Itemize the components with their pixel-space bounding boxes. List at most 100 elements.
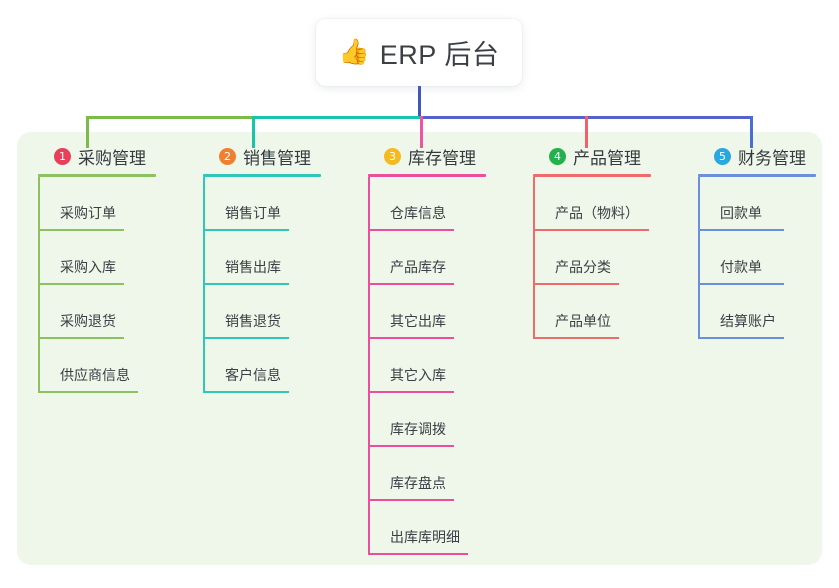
leaf-underline — [533, 229, 649, 231]
connector-drop-2 — [252, 116, 255, 148]
branch-title: 销售管理 — [243, 148, 311, 168]
leaf-node[interactable]: 库存调拨 — [368, 393, 486, 447]
branch-number-badge: 1 — [54, 147, 71, 165]
branch-underline — [368, 174, 486, 177]
leaf-underline — [368, 391, 454, 393]
branch-header-4[interactable]: 4 产品管理 — [533, 144, 651, 168]
leaf-node[interactable]: 销售出库 — [203, 231, 321, 285]
leaf-underline — [368, 445, 454, 447]
leaf-underline — [698, 283, 784, 285]
leaf-underline — [203, 229, 289, 231]
leaf-underline — [38, 283, 124, 285]
branch-underline — [203, 174, 321, 177]
connector-bar-segment-2 — [252, 116, 423, 119]
branch-spine — [38, 177, 40, 393]
leaf-node[interactable]: 付款单 — [698, 231, 816, 285]
leaf-underline — [698, 337, 784, 339]
leaf-node[interactable]: 采购订单 — [38, 177, 156, 231]
connector-bar-segment-1 — [86, 116, 255, 119]
leaf-node[interactable]: 销售退货 — [203, 285, 321, 339]
leaf-node[interactable]: 销售订单 — [203, 177, 321, 231]
leaf-node[interactable]: 其它出库 — [368, 285, 486, 339]
leaf-node[interactable]: 其它入库 — [368, 339, 486, 393]
branch-number-badge: 2 — [219, 147, 236, 165]
leaf-underline — [38, 337, 124, 339]
leaf-underline — [368, 229, 454, 231]
branch-number-badge: 5 — [714, 147, 731, 165]
leaf-underline — [533, 337, 619, 339]
leaf-label: 销售退货 — [225, 313, 281, 329]
connector-drop-4 — [585, 116, 588, 148]
branch-items-2: 销售订单销售出库销售退货客户信息 — [203, 177, 321, 393]
branch-items-1: 采购订单采购入库采购退货供应商信息 — [38, 177, 156, 393]
leaf-node[interactable]: 库存盘点 — [368, 447, 486, 501]
leaf-node[interactable]: 出库库明细 — [368, 501, 486, 555]
branch-items-3: 仓库信息产品库存其它出库其它入库库存调拨库存盘点出库库明细 — [368, 177, 486, 555]
leaf-underline — [38, 229, 124, 231]
root-stem — [418, 86, 421, 119]
leaf-label: 出库库明细 — [390, 529, 460, 545]
branch-column-4: 4 产品管理产品（物料） 产品分类产品单位 — [533, 144, 651, 339]
branch-title: 产品管理 — [573, 148, 641, 168]
leaf-label: 产品分类 — [555, 259, 611, 275]
leaf-node[interactable]: 采购退货 — [38, 285, 156, 339]
branch-column-2: 2 销售管理销售订单销售出库销售退货客户信息 — [203, 144, 321, 393]
leaf-node[interactable]: 结算账户 — [698, 285, 816, 339]
leaf-node[interactable]: 产品库存 — [368, 231, 486, 285]
branch-spine — [533, 177, 535, 339]
root-title: ERP 后台 — [379, 40, 500, 70]
branch-title: 库存管理 — [408, 148, 476, 168]
leaf-underline — [533, 283, 619, 285]
leaf-label: 回款单 — [720, 205, 762, 221]
leaf-node[interactable]: 采购入库 — [38, 231, 156, 285]
leaf-underline — [368, 337, 454, 339]
leaf-label: 库存盘点 — [390, 475, 446, 491]
branch-items-4: 产品（物料） 产品分类产品单位 — [533, 177, 651, 339]
branch-number-badge: 4 — [549, 147, 566, 165]
diagram-panel — [17, 132, 822, 565]
leaf-node[interactable]: 回款单 — [698, 177, 816, 231]
branch-number-badge: 3 — [384, 147, 401, 165]
leaf-label: 其它出库 — [390, 313, 446, 329]
leaf-label: 客户信息 — [225, 367, 281, 383]
leaf-label: 采购订单 — [60, 205, 116, 221]
leaf-label: 供应商信息 — [60, 367, 130, 383]
leaf-label: 付款单 — [720, 259, 762, 275]
connector-drop-3 — [420, 116, 423, 148]
leaf-node[interactable]: 供应商信息 — [38, 339, 156, 393]
connector-drop-1 — [86, 116, 89, 148]
branch-underline — [698, 174, 816, 177]
leaf-label: 结算账户 — [720, 313, 776, 329]
leaf-label: 销售出库 — [225, 259, 281, 275]
leaf-label: 产品单位 — [555, 313, 611, 329]
branch-spine — [698, 177, 700, 339]
branch-items-5: 回款单付款单结算账户 — [698, 177, 816, 339]
thumbs-up-icon: 👍 — [338, 38, 370, 66]
branch-header-2[interactable]: 2 销售管理 — [203, 144, 321, 168]
leaf-underline — [368, 553, 468, 555]
leaf-label: 其它入库 — [390, 367, 446, 383]
leaf-node[interactable]: 客户信息 — [203, 339, 321, 393]
leaf-node[interactable]: 产品单位 — [533, 285, 651, 339]
branch-column-1: 1 采购管理采购订单采购入库采购退货供应商信息 — [38, 144, 156, 393]
branch-title: 采购管理 — [78, 148, 146, 168]
leaf-node[interactable]: 产品分类 — [533, 231, 651, 285]
leaf-underline — [203, 391, 289, 393]
leaf-label: 仓库信息 — [390, 205, 446, 221]
leaf-node[interactable]: 产品（物料） — [533, 177, 651, 231]
connector-drop-5 — [750, 116, 753, 148]
leaf-label: 采购退货 — [60, 313, 116, 329]
branch-header-1[interactable]: 1 采购管理 — [38, 144, 156, 168]
root-node[interactable]: 👍 ERP 后台 — [316, 19, 522, 86]
leaf-label: 产品库存 — [390, 259, 446, 275]
leaf-underline — [698, 229, 784, 231]
leaf-node[interactable]: 仓库信息 — [368, 177, 486, 231]
leaf-label: 库存调拨 — [390, 421, 446, 437]
branch-spine — [368, 177, 370, 555]
leaf-underline — [368, 283, 454, 285]
branch-underline — [38, 174, 156, 177]
leaf-label: 采购入库 — [60, 259, 116, 275]
branch-header-3[interactable]: 3 库存管理 — [368, 144, 486, 168]
